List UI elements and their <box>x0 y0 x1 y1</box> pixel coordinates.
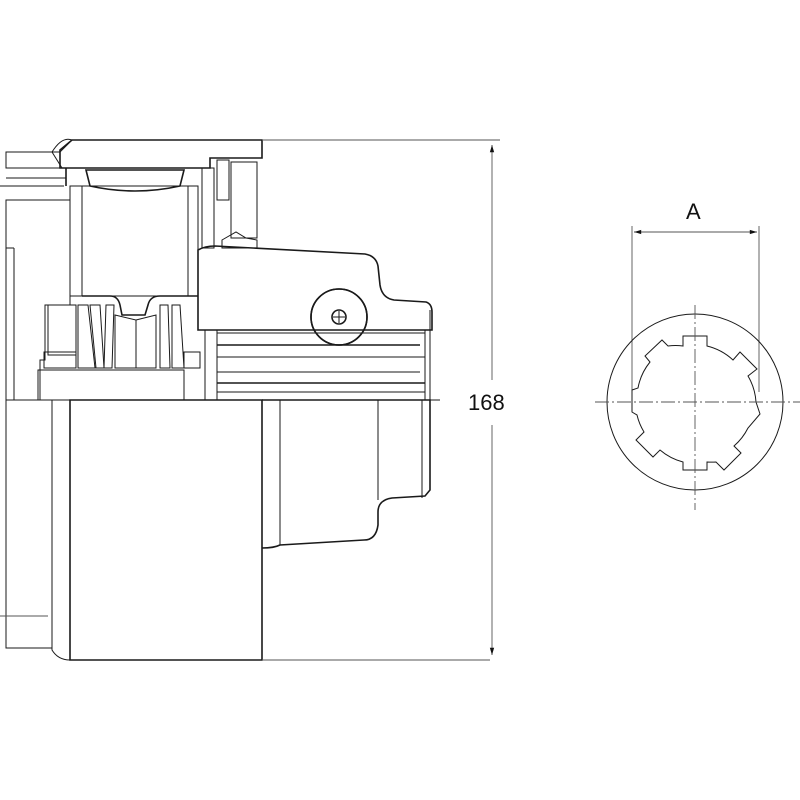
clutch-sleeve <box>69 169 199 316</box>
side-section-view <box>0 138 490 661</box>
inner-ring <box>37 369 185 401</box>
overall-height-dimension <box>262 139 500 655</box>
outer-housing-top <box>0 138 263 187</box>
external-lower-view <box>0 399 490 661</box>
dimension-label-168: 168 <box>468 390 505 415</box>
main-housing <box>197 245 433 331</box>
seal-assembly <box>201 159 258 249</box>
locking-ball <box>310 288 368 346</box>
friction-plates <box>43 304 201 369</box>
spline-bore <box>631 335 761 471</box>
spline-end-view <box>595 226 800 510</box>
dimension-label-a: A <box>686 199 701 224</box>
spline-bore-section <box>204 310 431 401</box>
